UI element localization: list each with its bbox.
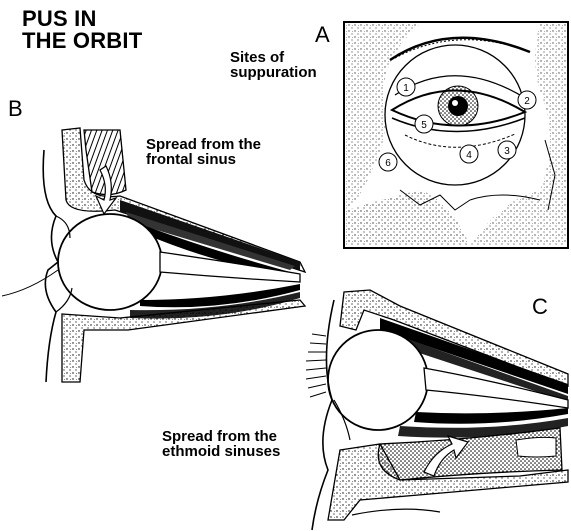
panel-c-caption: Spread from the ethmoid sinuses <box>162 429 280 460</box>
site-marker-2: 2 <box>518 91 536 109</box>
site-marker-1: 1 <box>397 78 415 96</box>
page-title: PUS IN THE ORBIT <box>22 8 142 53</box>
panel-c-caption-line-1: Spread from the <box>162 429 280 444</box>
site-number-5: 5 <box>421 120 427 131</box>
title-line-2: THE ORBIT <box>22 30 142 52</box>
site-number-3: 3 <box>504 146 510 157</box>
panel-a-caption-line-2: suppuration <box>230 65 317 80</box>
panel-a-face-drawing: 1 2 3 4 5 6 <box>344 22 568 248</box>
site-number-2: 2 <box>524 96 530 107</box>
site-marker-6: 6 <box>379 153 397 171</box>
panel-b-letter: B <box>8 98 23 120</box>
panel-b-caption-line-2: frontal sinus <box>146 152 261 167</box>
site-marker-5: 5 <box>415 115 433 133</box>
site-marker-3: 3 <box>498 141 516 159</box>
site-number-4: 4 <box>466 150 472 161</box>
panel-c-caption-line-2: ethmoid sinuses <box>162 444 280 459</box>
site-marker-4: 4 <box>460 145 478 163</box>
site-number-6: 6 <box>385 158 391 169</box>
panel-c-letter: C <box>532 296 548 318</box>
panel-a-letter: A <box>315 24 330 46</box>
panel-b-caption-line-1: Spread from the <box>146 137 261 152</box>
title-line-1: PUS IN <box>22 8 142 30</box>
panel-c-ethmoid-section <box>306 290 568 530</box>
panel-a-caption-line-1: Sites of <box>230 50 317 65</box>
panel-a-caption: Sites of suppuration <box>230 50 317 81</box>
site-number-1: 1 <box>403 83 409 94</box>
panel-b-caption: Spread from the frontal sinus <box>146 137 261 168</box>
